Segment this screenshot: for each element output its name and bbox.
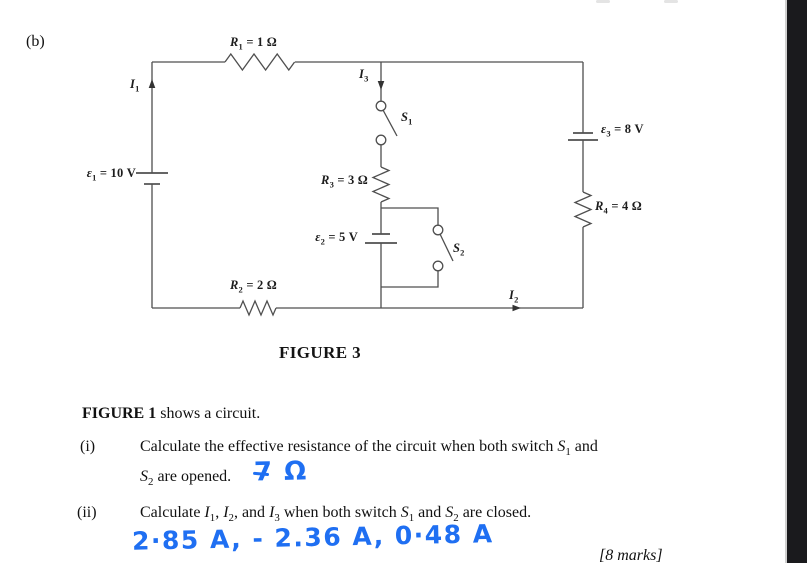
s2-branch-wire bbox=[381, 207, 439, 288]
switch-s1-label: S1 bbox=[401, 110, 413, 127]
battery-e2-label: ε2 = 5 V bbox=[315, 230, 358, 247]
part-label: (b) bbox=[26, 33, 45, 50]
item-ii-line1: Calculate I1, I2, and I3 when both switc… bbox=[140, 504, 532, 525]
current-arrow-i2 bbox=[512, 304, 521, 312]
resistor-r3 bbox=[371, 166, 391, 203]
resistor-r1 bbox=[224, 52, 296, 72]
battery-e1-label: ε1 = 10 V bbox=[86, 166, 136, 183]
marks-label: [8 marks] bbox=[599, 547, 663, 563]
resistor-r3-label: R3 = 3 Ω bbox=[321, 173, 368, 190]
current-arrow-i1 bbox=[148, 79, 156, 88]
resistor-r4-label: R4 = 4 Ω bbox=[595, 199, 642, 216]
resistor-r1-label: R1 = 1 Ω bbox=[230, 35, 277, 52]
item-i-line1: Calculate the effective resistance of th… bbox=[140, 438, 598, 459]
handwritten-answer-resistance: 7 Ω bbox=[252, 456, 309, 488]
item-i-line2: S2 are opened. bbox=[140, 468, 232, 489]
current-i1-label: I1 bbox=[130, 77, 140, 94]
intro-sentence: FIGURE 1 shows a circuit. bbox=[82, 405, 261, 422]
battery-e1 bbox=[136, 172, 168, 185]
resistor-r2-label: R2 = 2 Ω bbox=[230, 278, 277, 295]
battery-e3-label: ε3 = 8 V bbox=[601, 122, 644, 139]
current-i2-label: I2 bbox=[509, 288, 519, 305]
figure-caption: FIGURE 3 bbox=[279, 343, 362, 362]
switch-s2-label: S2 bbox=[453, 241, 465, 258]
switch-s1 bbox=[375, 100, 398, 146]
resistor-r4 bbox=[573, 191, 593, 228]
battery-e3 bbox=[568, 132, 598, 141]
item-ii-number: (ii) bbox=[77, 504, 97, 521]
cropped-text-fragment bbox=[596, 0, 610, 3]
resistor-r2 bbox=[239, 299, 277, 317]
viewer-edge-strip bbox=[785, 0, 807, 563]
switch-s2 bbox=[432, 224, 454, 272]
item-i-number: (i) bbox=[80, 438, 96, 455]
battery-e2 bbox=[365, 233, 397, 244]
current-arrow-i3 bbox=[377, 81, 385, 90]
cropped-text-fragment bbox=[664, 0, 678, 3]
current-i3-label: I3 bbox=[359, 67, 369, 84]
